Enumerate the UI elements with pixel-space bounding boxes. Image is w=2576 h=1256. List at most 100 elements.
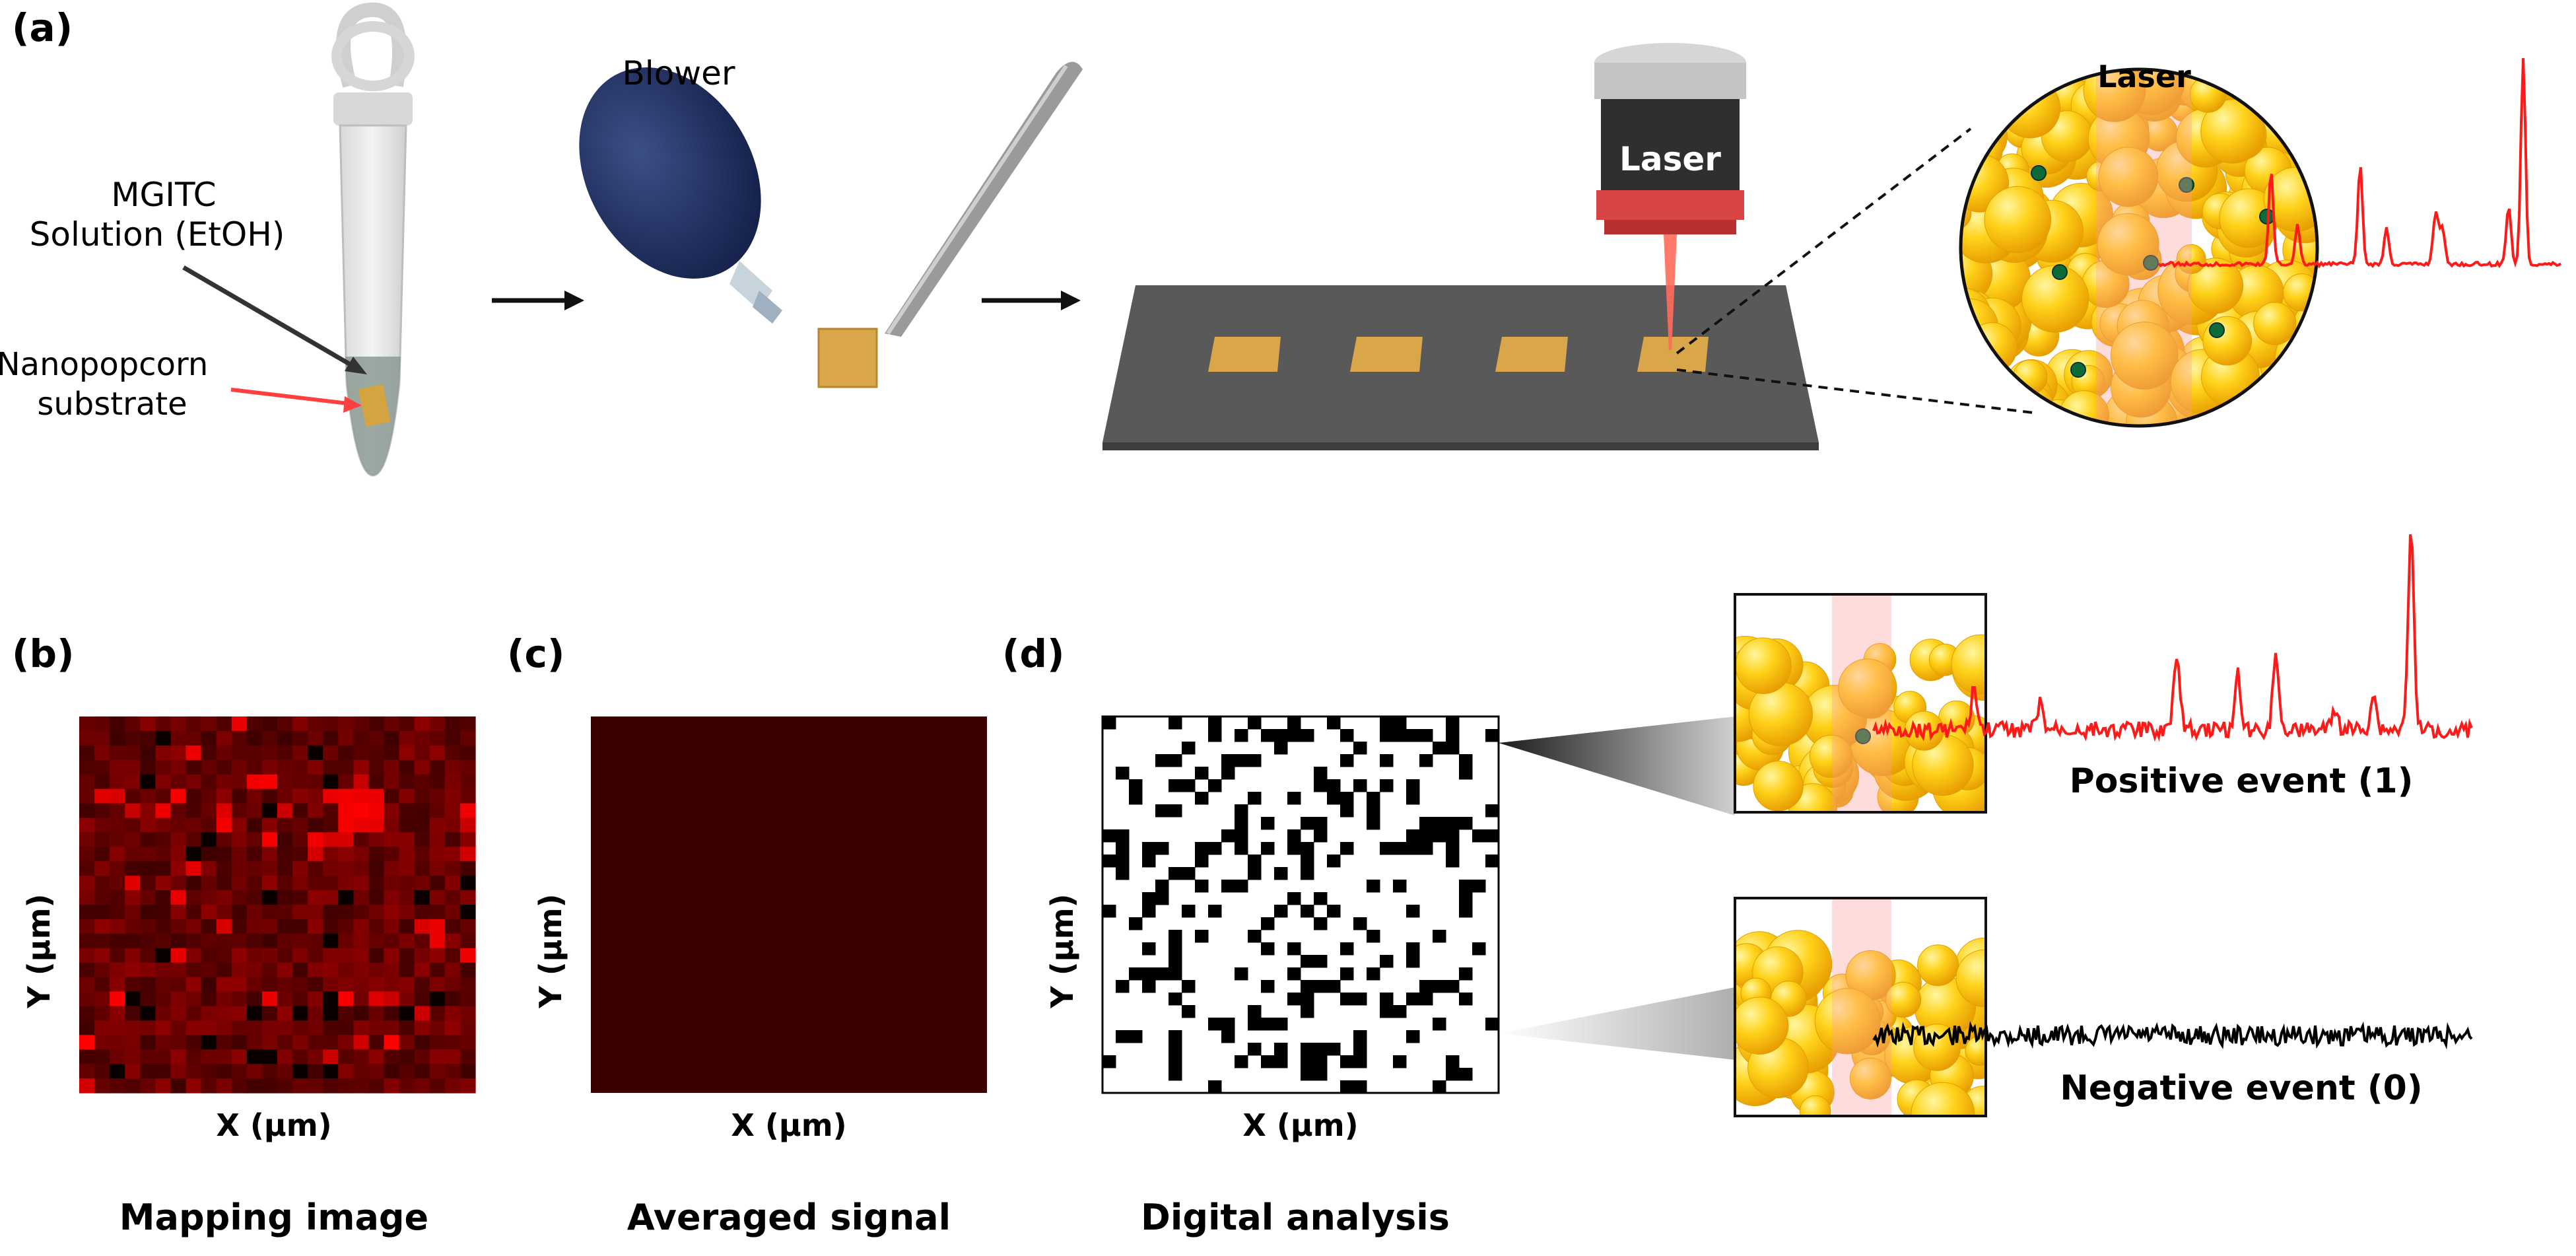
- binary-cell: [1446, 855, 1460, 868]
- panel-b-x-axis: X (μm): [216, 1107, 331, 1143]
- binary-cell: [1261, 817, 1275, 830]
- heatmap-cell: [459, 1064, 476, 1079]
- heatmap-cell: [125, 919, 141, 934]
- heatmap-cell: [292, 919, 308, 934]
- heatmap-cell: [459, 962, 476, 978]
- heatmap-cell: [414, 774, 430, 790]
- heatmap-cell: [140, 890, 156, 905]
- heatmap-cell: [429, 832, 446, 847]
- heatmap-cell: [292, 716, 308, 732]
- heatmap-cell: [414, 832, 430, 847]
- gold-nanoparticle: [1984, 186, 2052, 254]
- heatmap-cell: [216, 991, 232, 1006]
- heatmap-cell: [277, 948, 293, 963]
- heatmap-cell: [246, 905, 263, 920]
- binary-cell: [1235, 817, 1248, 830]
- binary-cell: [1274, 905, 1288, 918]
- heatmap-cell: [125, 991, 141, 1006]
- heatmap-cell: [308, 847, 323, 862]
- heatmap-cell: [170, 1006, 187, 1021]
- binary-cell: [1340, 804, 1354, 818]
- heatmap-cell: [384, 1020, 400, 1035]
- heatmap-cell: [94, 788, 110, 804]
- heatmap-cell: [414, 905, 430, 920]
- heatmap-cell: [414, 730, 430, 746]
- heatmap-cell: [292, 847, 308, 862]
- heatmap-cell: [368, 1020, 385, 1035]
- binary-cell: [1419, 729, 1433, 742]
- binary-cell: [1406, 842, 1420, 855]
- heatmap-cell: [170, 788, 187, 804]
- heatmap-cell: [444, 1064, 461, 1079]
- heatmap-cell: [384, 1064, 400, 1079]
- heatmap-cell: [414, 1078, 430, 1094]
- heatmap-cell: [94, 759, 110, 775]
- heatmap-cell: [186, 991, 202, 1006]
- binary-cell: [1353, 1055, 1367, 1068]
- heatmap-cell: [399, 1064, 415, 1079]
- heatmap-cell: [459, 1049, 476, 1064]
- panel-c-x-axis: X (μm): [731, 1107, 846, 1143]
- heatmap-cell: [261, 1020, 278, 1035]
- heatmap-cell: [277, 919, 293, 934]
- gold-nanoparticle: [2272, 386, 2310, 424]
- binary-cell: [1340, 967, 1354, 981]
- heatmap-cell: [323, 774, 339, 790]
- heatmap-cell: [261, 861, 278, 876]
- heatmap-cell: [79, 876, 95, 891]
- heatmap-cell: [94, 745, 110, 761]
- heatmap-cell: [155, 774, 172, 790]
- heatmap-cell: [216, 847, 232, 862]
- binary-cell: [1274, 1018, 1288, 1031]
- binary-cell: [1367, 967, 1380, 981]
- binary-cell: [1248, 1043, 1262, 1056]
- binary-cell: [1287, 829, 1301, 843]
- heatmap-cell: [399, 759, 415, 775]
- heatmap-cell: [444, 991, 461, 1006]
- heatmap-cell: [414, 977, 430, 993]
- heatmap-cell: [384, 832, 400, 847]
- heatmap-cell: [155, 730, 172, 746]
- gold-nanoparticle: [2253, 302, 2297, 345]
- heatmap-cell: [170, 1078, 187, 1094]
- panel-label-c: (c): [507, 631, 564, 676]
- positive-event-inset: [1734, 593, 1987, 814]
- binary-cell: [1380, 993, 1394, 1006]
- heatmap-cell: [308, 803, 323, 818]
- heatmap-cell: [186, 759, 202, 775]
- heatmap-cell: [399, 1078, 415, 1094]
- heatmap-cell: [308, 745, 323, 761]
- heatmap-cell: [399, 919, 415, 934]
- heatmap-cell: [261, 876, 278, 891]
- binary-cell: [1248, 867, 1262, 880]
- heatmap-cell: [368, 1035, 385, 1050]
- heatmap-cell: [292, 1006, 308, 1021]
- heatmap-cell: [110, 905, 125, 920]
- heatmap-cell: [459, 774, 476, 790]
- heatmap-cell: [216, 832, 232, 847]
- heatmap-cell: [246, 977, 263, 993]
- binary-cell: [1169, 779, 1182, 792]
- heatmap-cell: [444, 962, 461, 978]
- laser-device-label: Laser: [1619, 140, 1721, 178]
- heatmap-cell: [94, 905, 110, 920]
- heatmap-cell: [140, 847, 156, 862]
- heatmap-cell: [79, 890, 95, 905]
- binary-cell: [1459, 967, 1473, 981]
- heatmap-cell: [353, 1006, 370, 1021]
- heatmap-cell: [216, 788, 232, 804]
- binary-cell: [1380, 729, 1394, 742]
- heatmap-cell: [459, 991, 476, 1006]
- heatmap-cell: [399, 716, 415, 732]
- binary-cell: [1314, 779, 1328, 792]
- heatmap-cell: [155, 716, 172, 732]
- heatmap-cell: [186, 803, 202, 818]
- gold-nanoparticle: [1968, 386, 1999, 417]
- heatmap-cell: [353, 919, 370, 934]
- heatmap-cell: [261, 847, 278, 862]
- binary-cell: [1327, 905, 1341, 918]
- heatmap-cell: [429, 774, 446, 790]
- binary-cell: [1406, 829, 1420, 843]
- heatmap-cell: [216, 716, 232, 732]
- heatmap-cell: [246, 1078, 263, 1094]
